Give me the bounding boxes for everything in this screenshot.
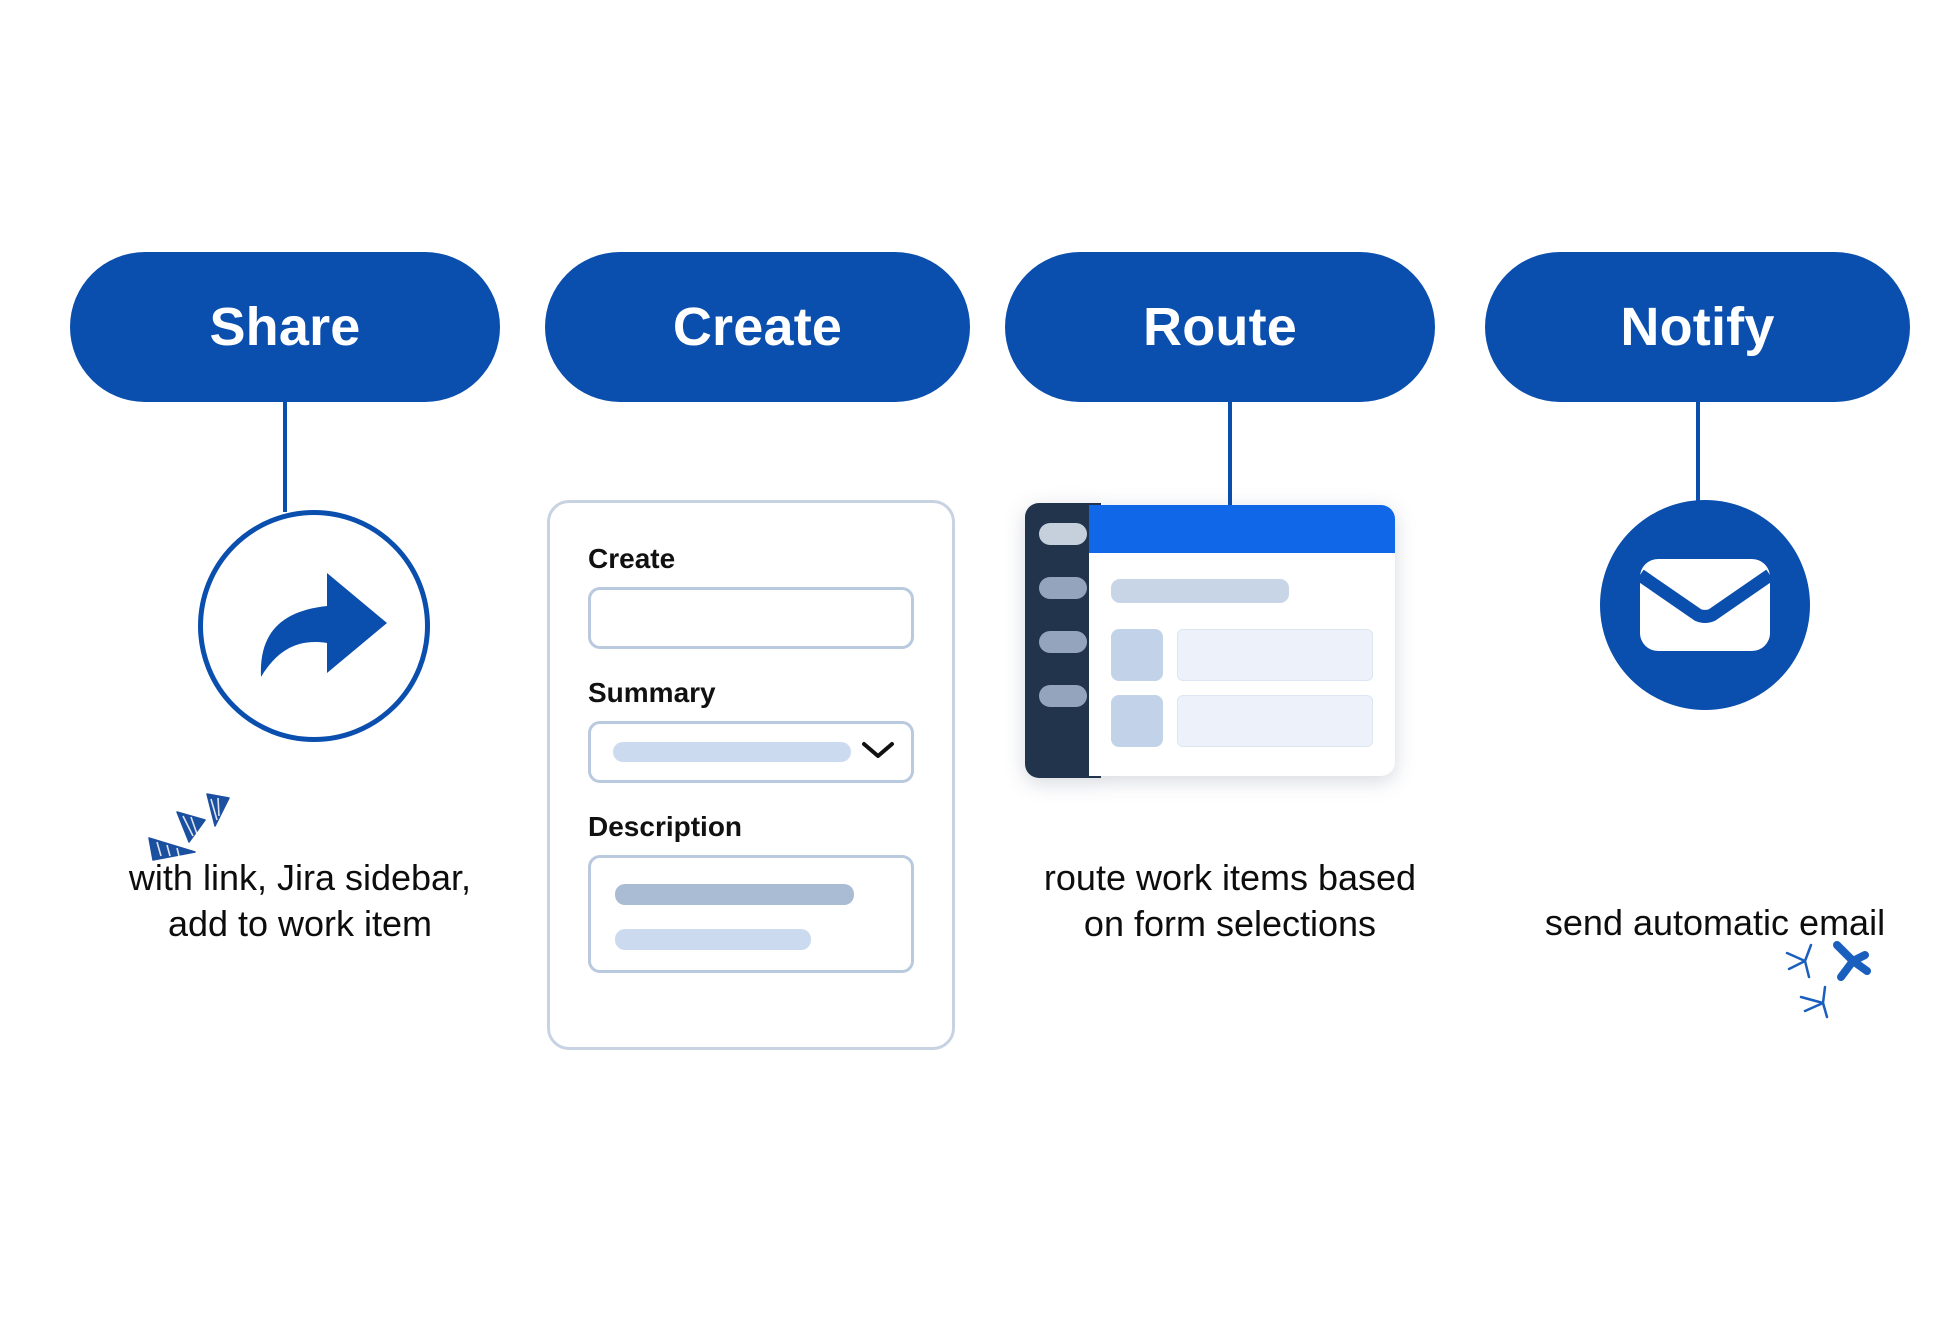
- step-caption-share: with link, Jira sidebar, add to work ite…: [128, 857, 472, 945]
- step-column-create: Create Create Summary Description: [505, 0, 975, 1335]
- connector-line-share: [283, 400, 287, 512]
- share-arrow-icon: [239, 561, 389, 691]
- share-icon-circle[interactable]: [198, 510, 430, 742]
- create-text-input[interactable]: [588, 587, 914, 649]
- browser-header-bar: [1089, 505, 1395, 553]
- confetti-triangles-decoration: [147, 790, 257, 880]
- step-pill-label-create: Create: [672, 297, 843, 357]
- connector-line-notify: [1696, 400, 1700, 510]
- step-pill-create[interactable]: Create: [545, 252, 970, 402]
- description-textarea[interactable]: [588, 855, 914, 973]
- browser-content-area: [1089, 553, 1395, 747]
- step-column-share: Share: [35, 0, 505, 1335]
- browser-sidebar: [1025, 503, 1101, 778]
- form-row-swatch: [1111, 629, 1163, 681]
- step-pill-notify[interactable]: Notify: [1485, 252, 1910, 402]
- create-form-card: Create Summary Description: [547, 500, 955, 1050]
- sparkle-marks-decoration: [1775, 935, 1890, 1035]
- notify-icon-circle[interactable]: [1600, 500, 1810, 710]
- form-row-input[interactable]: [1177, 629, 1373, 681]
- step-pill-label-notify: Notify: [1620, 297, 1775, 357]
- browser-form-row: [1111, 629, 1373, 681]
- summary-select[interactable]: [588, 721, 914, 783]
- step-pill-share[interactable]: Share: [70, 252, 500, 402]
- field-label-description: Description: [588, 811, 743, 842]
- field-label-summary: Summary: [588, 677, 716, 708]
- form-row-input[interactable]: [1177, 695, 1373, 747]
- browser-form-row: [1111, 695, 1373, 747]
- connector-line-route: [1228, 400, 1232, 510]
- chevron-down-icon: [861, 740, 895, 765]
- step-pill-route[interactable]: Route: [1005, 252, 1435, 402]
- step-column-route: Route: [975, 0, 1445, 1335]
- summary-placeholder-bar: [613, 742, 851, 762]
- field-label-create: Create: [588, 543, 676, 574]
- sidebar-nav-item-3[interactable]: [1039, 631, 1087, 653]
- step-caption-notify: send automatic email: [1544, 902, 1886, 943]
- sidebar-nav-item-2[interactable]: [1039, 577, 1087, 599]
- step-column-notify: Notify send automatic email: [1450, 0, 1920, 1335]
- sidebar-nav-item-4[interactable]: [1039, 685, 1087, 707]
- description-placeholder-line-1: [615, 884, 855, 905]
- browser-body: [1089, 505, 1395, 776]
- step-caption-route: route work items based on form selection…: [1043, 857, 1417, 945]
- envelope-icon: [1640, 553, 1770, 657]
- form-row-swatch: [1111, 695, 1163, 747]
- step-pill-label-route: Route: [1143, 297, 1297, 357]
- sidebar-nav-item-1[interactable]: [1039, 523, 1087, 545]
- content-title-bar: [1111, 579, 1290, 603]
- description-placeholder-line-2: [615, 929, 811, 950]
- browser-window-icon: [1025, 503, 1395, 778]
- step-pill-label-share: Share: [209, 297, 361, 357]
